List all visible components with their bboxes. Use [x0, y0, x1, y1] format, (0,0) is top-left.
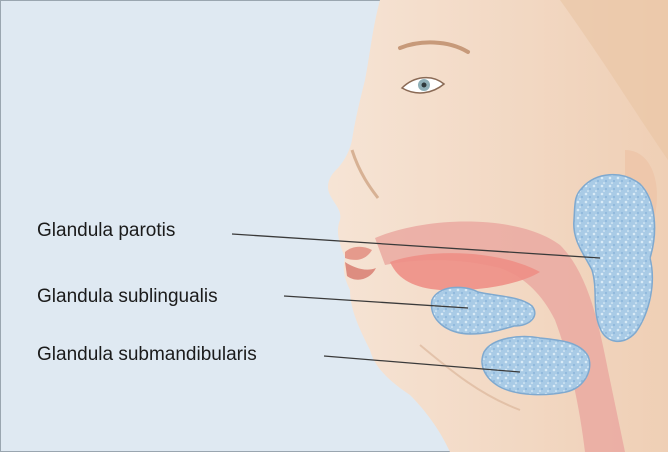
- pupil: [422, 83, 427, 88]
- label-glandula-submandibularis: Glandula submandibularis: [37, 344, 257, 366]
- label-glandula-parotis: Glandula parotis: [37, 220, 175, 242]
- label-glandula-sublingualis: Glandula sublingualis: [37, 286, 218, 308]
- submandibular-gland: [482, 337, 590, 395]
